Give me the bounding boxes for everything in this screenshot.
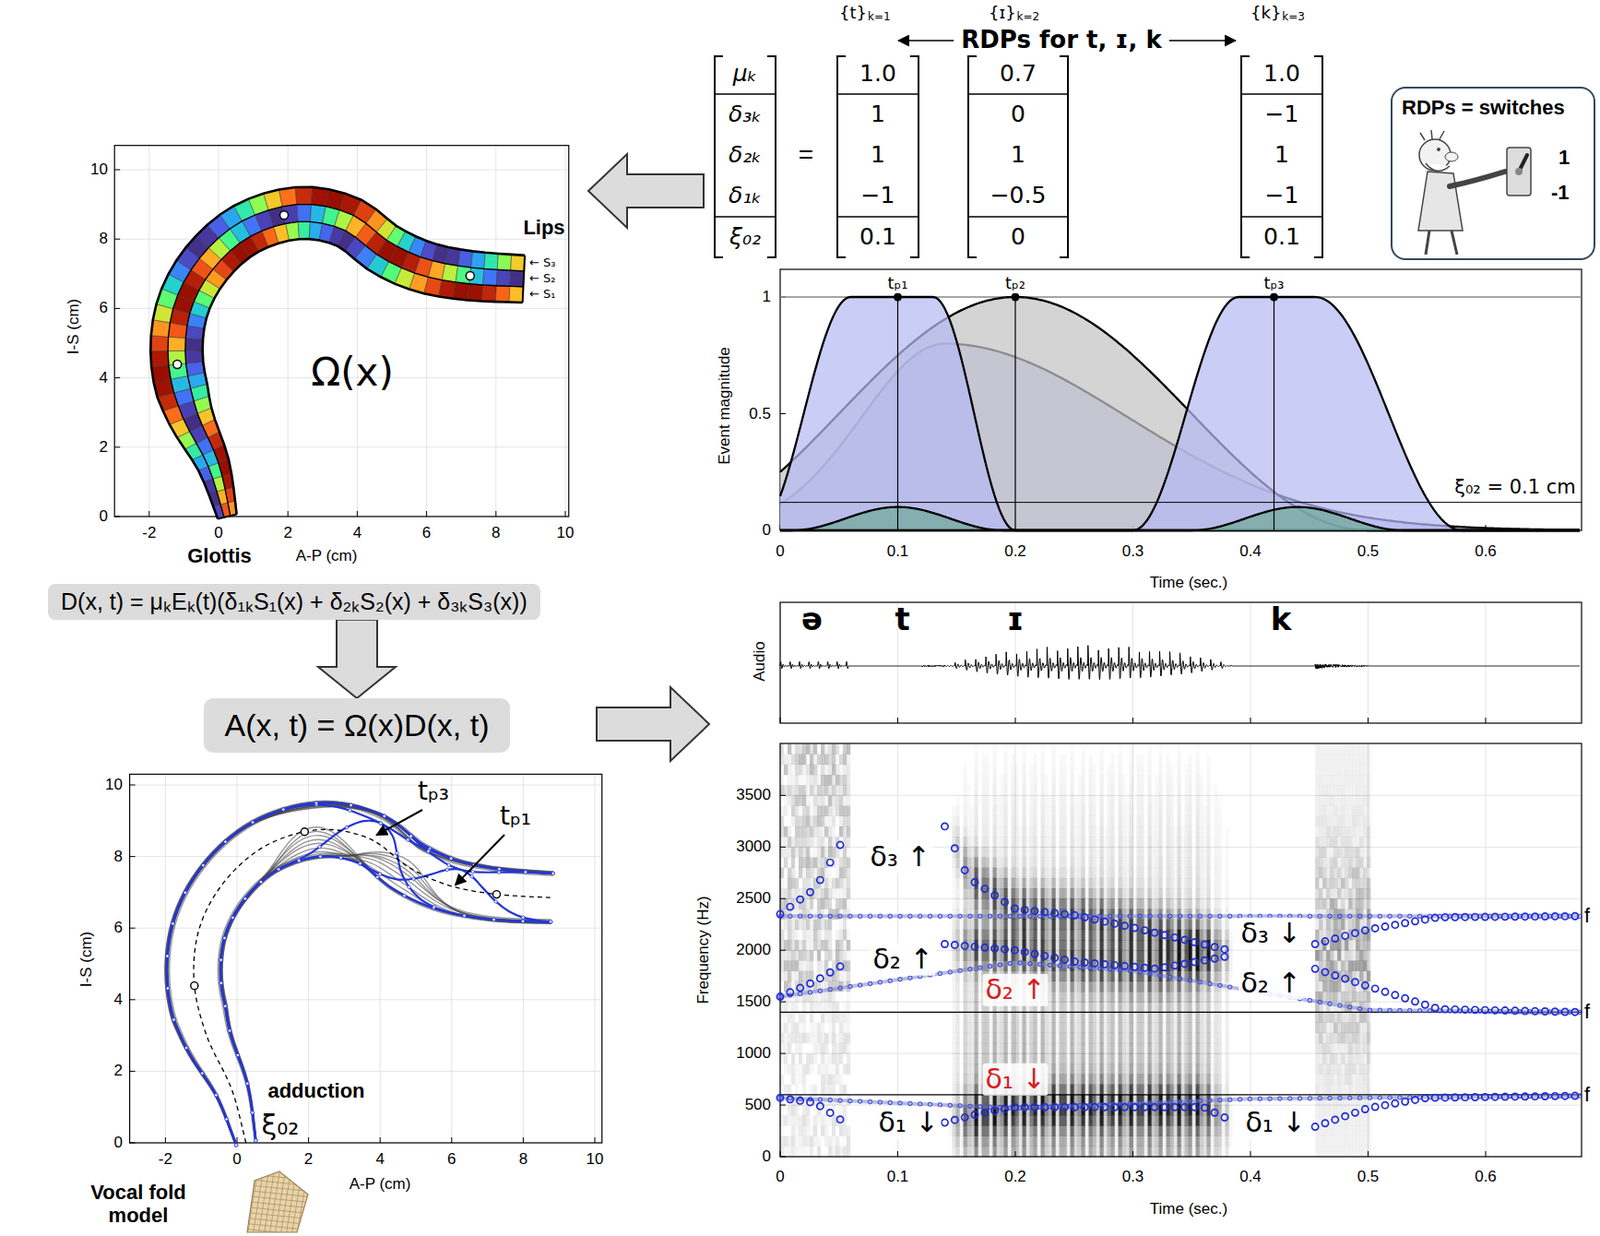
figure: RDPs = switches1-1D(x, t) = μₖEₖ(t)(δ₁ₖS… — [0, 0, 1600, 1236]
